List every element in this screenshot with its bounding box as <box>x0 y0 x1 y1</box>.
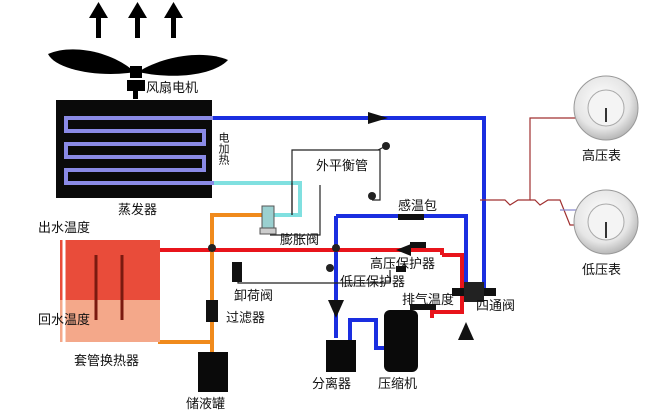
high-pressure-gauge <box>573 75 639 141</box>
label-low-pressure-protector: 低压保护器 <box>340 275 406 290</box>
expansion-valve <box>259 205 277 235</box>
label-tube-heat-exchanger: 套管换热器 <box>74 354 140 369</box>
fan-motor <box>127 80 145 99</box>
label-unloading-valve: 卸荷阀 <box>234 289 274 304</box>
label-temp-bulb: 感温包 <box>398 199 438 214</box>
suction-line <box>214 181 302 217</box>
label-discharge-temp: 排气温度 <box>402 293 455 308</box>
unloading-valve <box>232 262 242 282</box>
label-outer-balance-pipe: 外平衡管 <box>316 159 369 174</box>
protector-icons <box>396 242 426 272</box>
label-four-way-valve: 四通阀 <box>476 299 516 314</box>
label-expansion-valve: 膨胀阀 <box>280 233 320 248</box>
evaporator <box>56 100 214 198</box>
label-receiver-tank: 储液罐 <box>186 397 226 412</box>
tube-heat-exchanger <box>60 240 160 342</box>
pipe-joints <box>208 142 390 272</box>
filter <box>206 300 218 322</box>
low-pressure-gauge <box>573 189 639 255</box>
label-vertical-fragment: 电加热 <box>217 132 230 165</box>
label-low-pressure-gauge: 低压表 <box>582 263 622 278</box>
label-high-pressure-gauge: 高压表 <box>582 149 622 164</box>
liquid-lines <box>158 213 270 353</box>
label-fan-motor: 风扇电机 <box>146 81 199 96</box>
label-outlet-water-temp: 出水温度 <box>38 221 91 236</box>
label-evaporator: 蒸发器 <box>118 203 158 218</box>
separator <box>326 340 356 372</box>
compressor <box>384 310 418 372</box>
label-return-water-temp: 回水温度 <box>38 313 91 328</box>
four-way-valve <box>452 282 496 302</box>
temp-bulb-icon <box>398 214 424 220</box>
discharge-temp-sensor-icon <box>410 304 436 310</box>
flow-arrows-icon <box>328 112 474 340</box>
label-separator: 分离器 <box>312 377 352 392</box>
airflow-arrows-icon <box>89 2 183 38</box>
label-filter: 过滤器 <box>226 311 266 326</box>
fan-icon <box>48 49 228 78</box>
label-high-pressure-protector: 高压保护器 <box>370 257 436 272</box>
receiver-tank <box>198 352 228 392</box>
label-compressor: 压缩机 <box>378 377 418 392</box>
